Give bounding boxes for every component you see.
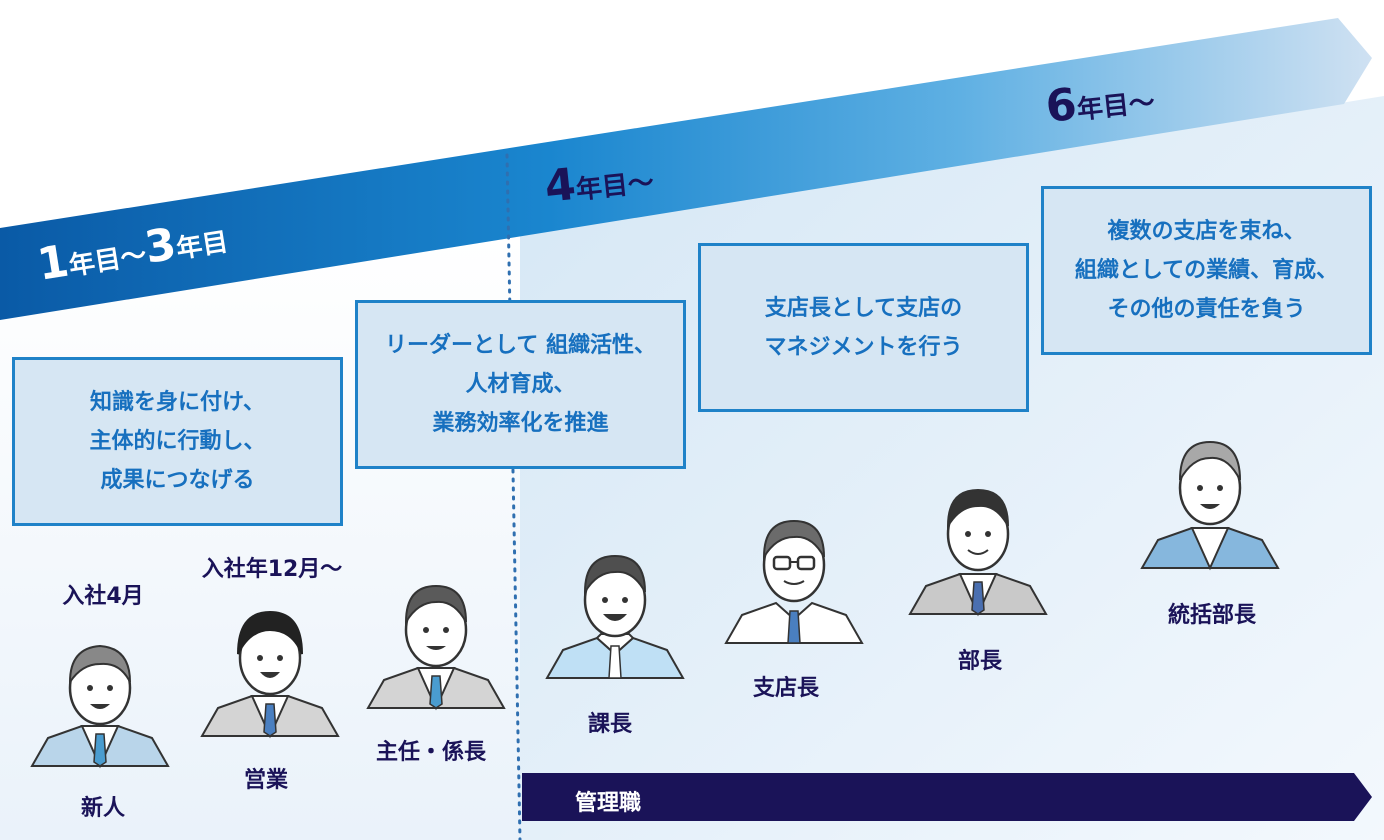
general-manager-person-icon xyxy=(1140,440,1280,571)
newcomer-person-icon xyxy=(30,644,170,769)
department-manager-person-icon xyxy=(908,488,1048,617)
sales-person-icon xyxy=(200,610,340,739)
branch-manager-person-icon xyxy=(724,519,864,644)
chief-person-icon xyxy=(366,584,506,711)
career-arrow xyxy=(0,18,1372,320)
join-december-label: 入社年12月〜 xyxy=(201,557,343,582)
role-label-newcomer: 新人 xyxy=(80,796,126,821)
description-box-branch-manager: 支店長として支店のマネジメントを行う xyxy=(698,243,1029,412)
role-label-sales: 営業 xyxy=(243,768,289,793)
description-box-general-manager: 複数の支店を束ね、組織としての業績、育成、その他の責任を負う xyxy=(1041,186,1372,355)
role-label-section-chief: 課長 xyxy=(587,712,633,737)
role-label-general-manager: 統括部長 xyxy=(1167,603,1257,628)
role-label-chief: 主任・係長 xyxy=(375,740,487,765)
join-april-label: 入社4月 xyxy=(62,584,144,609)
description-box-new: 知識を身に付け、主体的に行動し、成果につなげる xyxy=(12,357,343,526)
role-label-department-manager: 部長 xyxy=(957,649,1003,674)
stage-divider xyxy=(505,153,522,840)
management-label: 管理職 xyxy=(575,791,642,816)
role-label-branch-manager: 支店長 xyxy=(752,676,820,701)
management-bar xyxy=(522,773,1372,821)
description-box-leader: リーダーとして 組織活性、人材育成、業務効率化を推進 xyxy=(355,300,686,469)
section-chief-person-icon xyxy=(545,554,685,679)
